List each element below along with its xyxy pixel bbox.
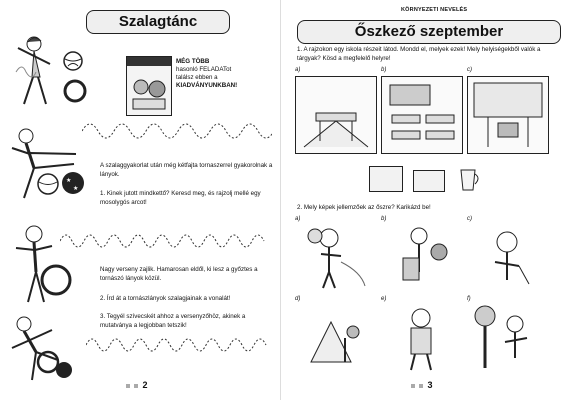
page-gutter: [280, 0, 281, 400]
page-number-left: 2: [124, 380, 148, 390]
right-page: KÖRNYEZETI NEVELÉS Őszkező szeptember 1.…: [281, 0, 562, 400]
chalkboard-icon[interactable]: [369, 166, 403, 192]
promo-line-2: hasonló FELADATot: [176, 66, 232, 73]
room-panel-c[interactable]: [467, 76, 549, 154]
label-e-row3: e): [381, 296, 387, 302]
intro-paragraph: A szalaggyakorlat után még kétfajta torn…: [100, 162, 273, 178]
ribbon-trace-line-1[interactable]: [82, 118, 272, 144]
label-c-row1: c): [467, 67, 472, 73]
label-c-row2: c): [467, 216, 472, 222]
gymnast-2-illustration: [11, 128, 77, 199]
label-a-row1: a): [295, 67, 301, 73]
desk-icon[interactable]: [413, 170, 445, 192]
book-cover-image: [126, 56, 172, 116]
page-number-right: 3: [409, 380, 433, 390]
gymnast-1-illustration: [15, 36, 51, 105]
promo-line-4: KIADVÁNYUNKBAN!: [176, 82, 238, 89]
page-title: Őszkező szeptember: [297, 20, 561, 44]
label-f-row3: f): [467, 296, 471, 302]
season-picture-a[interactable]: [301, 222, 375, 292]
section-header: KÖRNYEZETI NEVELÉS: [401, 7, 468, 13]
label-b-row1: b): [381, 67, 387, 73]
room-panel-a[interactable]: [295, 76, 377, 154]
promo-box[interactable]: MÉG TÖBB hasonló FELADATot találsz ebben…: [126, 56, 274, 116]
middle-paragraph: Nagy verseny zajlik. Hamarosan eldől, ki…: [100, 266, 258, 282]
season-picture-c[interactable]: [471, 222, 545, 292]
star-ball-icon: [56, 362, 72, 378]
ball-icon: [37, 173, 59, 195]
left-page: Szalagtánc MÉG TÖBB hasonló FELADATot ta…: [11, 10, 274, 390]
label-a-row2: a): [295, 216, 301, 222]
jug-icon[interactable]: [455, 166, 481, 192]
svg-text:★: ★: [66, 177, 71, 184]
star-ball-icon: ★ ★: [62, 172, 84, 194]
ribbon-trace-line-3[interactable]: [86, 332, 274, 358]
promo-line-1: MÉG TÖBB: [176, 58, 210, 65]
season-picture-d[interactable]: [301, 302, 375, 372]
ribbon-trace-line-2[interactable]: [60, 228, 272, 254]
task-1: 1. A rajzokon egy iskola részeit látod. …: [297, 46, 541, 62]
promo-line-3: találsz ebben a: [176, 74, 218, 81]
label-b-row2: b): [381, 216, 387, 222]
gymnast-4-illustration: [11, 316, 60, 381]
task-1: 1. Kinek jutott mindkettő? Keresd meg, é…: [100, 190, 261, 206]
page-title: Szalagtánc: [86, 10, 230, 34]
room-panel-b[interactable]: [381, 76, 463, 154]
hoop-icon: [63, 79, 87, 103]
svg-text:★: ★: [73, 185, 78, 192]
gymnast-3-illustration: [15, 225, 53, 303]
task-2: 2. Mely képek jellemzőek az őszre? Karik…: [297, 204, 431, 211]
ball-icon: [63, 51, 83, 71]
season-picture-f[interactable]: [471, 302, 545, 372]
task-2: 2. Írd át a tornászlányok szalagjainak a…: [100, 295, 231, 302]
task-3: 3. Tegyél szívecskét ahhoz a versenyzőhö…: [100, 313, 246, 329]
label-d-row3: d): [295, 296, 301, 302]
hoop-icon: [40, 264, 72, 296]
season-picture-e[interactable]: [385, 302, 459, 372]
season-picture-b[interactable]: [385, 222, 459, 292]
